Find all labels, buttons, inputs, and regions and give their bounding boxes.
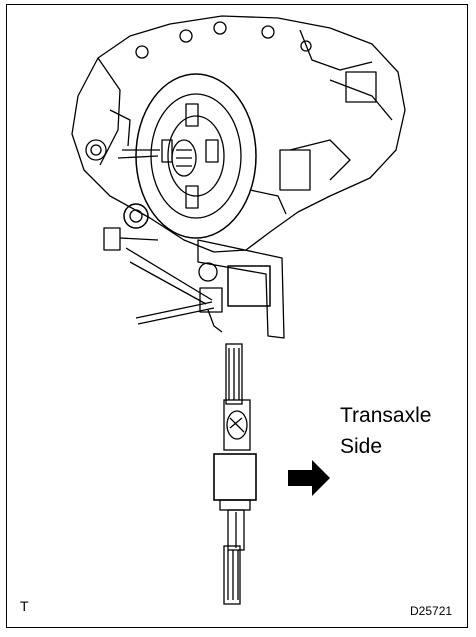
mounting-plate: [197, 239, 285, 339]
cross-section-detail: [213, 343, 257, 605]
arrow-right-icon: [288, 460, 330, 496]
side-label-line1: Transaxle: [340, 404, 432, 427]
dial-indicator: [123, 203, 149, 229]
corner-mark: T: [20, 598, 29, 614]
figure-frame: [6, 4, 468, 628]
transaxle-side-label: Transaxle Side: [340, 400, 431, 462]
side-label-line2: Side: [340, 435, 383, 458]
clutch-disc: [135, 73, 257, 239]
figure-code: D25721: [410, 604, 453, 618]
